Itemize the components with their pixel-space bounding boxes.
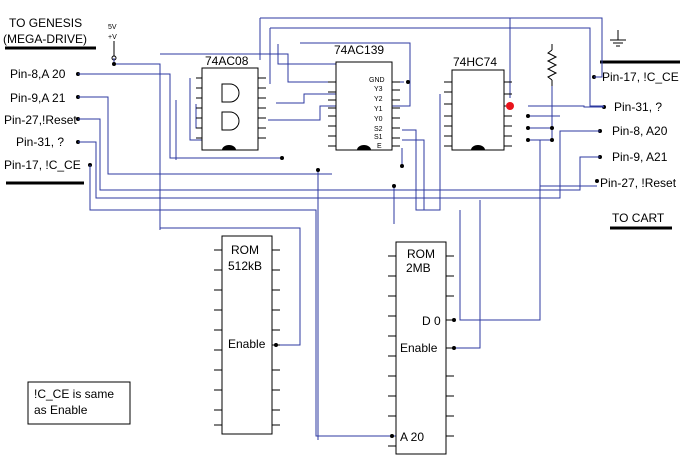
right-pin-ce: Pin-17, !C_CE [602, 70, 679, 84]
rom-512kb-pin-enable: Enable [228, 337, 266, 351]
left-pin-a21: Pin-9,A 21 [10, 91, 66, 105]
chip-74ac139: 74AC139 GND Y3 Y2 Y1 Y0 S2 S1 E [328, 43, 400, 151]
rom-512kb-label-2: 512kB [228, 259, 262, 273]
junction-dots [112, 62, 554, 438]
right-pin-dots [592, 75, 606, 183]
chip-rom-512kb: ROM 512kB Enable [214, 235, 280, 435]
rom-2mb-label-1: ROM [407, 247, 435, 261]
chip-rom-2mb: ROM 2MB D 0 Enable A 20 [388, 241, 454, 455]
decoder-pin-y1: Y1 [374, 106, 383, 113]
title-cart: TO CART [612, 211, 665, 225]
right-pin-31: Pin-31, ? [614, 100, 662, 114]
supply-plus-v: +V [108, 34, 117, 41]
rom-2mb-pin-a20: A 20 [400, 430, 424, 444]
note-line-2: as Enable [34, 403, 88, 417]
left-pin-31: Pin-31, ? [16, 135, 64, 149]
ground-icon [610, 30, 626, 47]
chip-74ac08: 74AC08 [196, 54, 266, 151]
left-pin-ce: Pin-17, !C_CE [4, 158, 81, 172]
right-pin-a20: Pin-8, A20 [612, 124, 668, 138]
right-pin-a21: Pin-9, A21 [612, 150, 668, 164]
rom-2mb-pin-d0: D 0 [422, 314, 441, 328]
rom-2mb-pin-enable: Enable [400, 341, 438, 355]
title-mega-drive: (MEGA-DRIVE) [3, 32, 87, 46]
chip-74hc74-label: 74HC74 [453, 55, 497, 69]
right-pin-reset: Pin-27, !Reset [600, 176, 677, 190]
decoder-pin-y2: Y2 [374, 96, 383, 103]
decoder-pin-y0: Y0 [374, 116, 383, 123]
chip-74ac08-label: 74AC08 [205, 54, 249, 68]
decoder-pin-y3: Y3 [374, 86, 383, 93]
rom-512kb-label-1: ROM [231, 243, 259, 257]
resistor-icon [546, 44, 558, 86]
left-pin-reset: Pin-27,!Reset [4, 113, 77, 127]
decoder-pin-s1: S1 [374, 134, 383, 141]
chip-74hc74: 74HC74 [444, 55, 514, 151]
chip-74ac139-label: 74AC139 [334, 43, 384, 57]
decoder-pin-s2: S2 [374, 126, 383, 133]
note-box: !C_CE is same as Enable [27, 381, 131, 425]
rom-2mb-label-2: 2MB [406, 261, 431, 275]
decoder-pin-e: E [377, 143, 382, 150]
supply-5v: 5V [108, 24, 117, 31]
note-line-1: !C_CE is same [34, 387, 114, 401]
decoder-pin-gnd: GND [369, 77, 385, 84]
left-pin-a20: Pin-8,A 20 [10, 67, 66, 81]
marker-dot [506, 102, 514, 110]
title-genesis: TO GENESIS [9, 16, 82, 30]
